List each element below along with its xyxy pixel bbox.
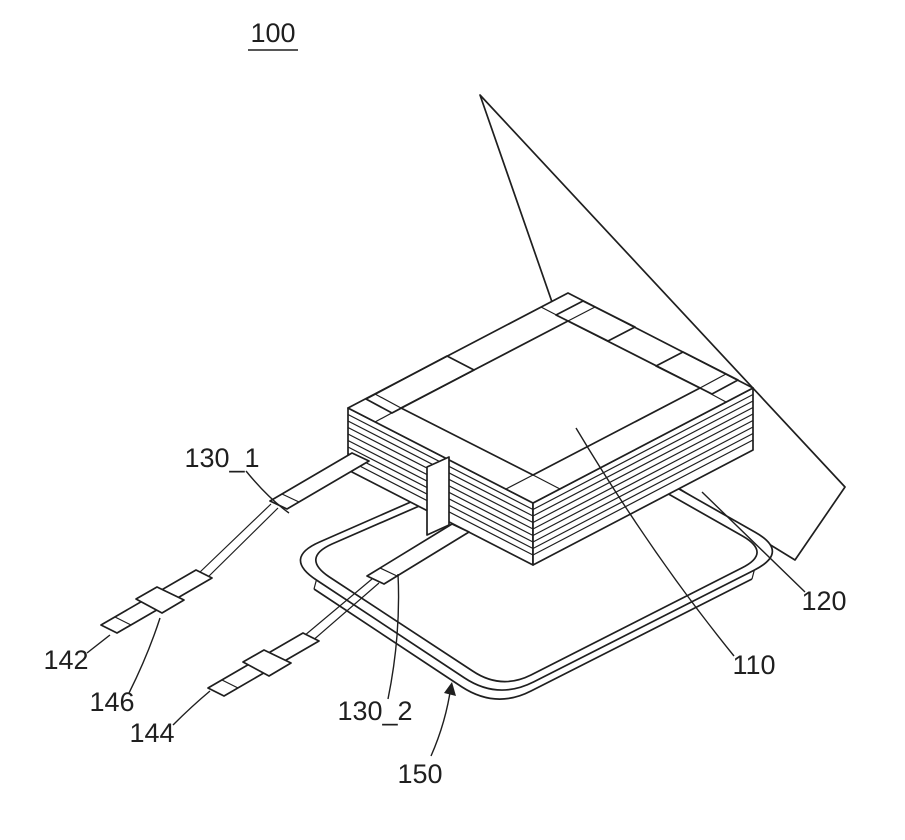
leader-130_1 bbox=[245, 470, 290, 514]
label-tray: 150 bbox=[397, 759, 442, 789]
label-lid: 120 bbox=[801, 586, 846, 616]
label-lead-1: 142 bbox=[43, 645, 88, 675]
tab-1-wire bbox=[198, 503, 279, 580]
leader-110 bbox=[575, 427, 735, 657]
figure-number-label: 100 bbox=[250, 18, 295, 48]
tab-2-wire bbox=[303, 578, 380, 643]
leader-120 bbox=[701, 491, 806, 593]
lead-2-film bbox=[242, 649, 292, 677]
label-tab-2: 130_2 bbox=[337, 696, 412, 726]
lead-142-drawing bbox=[100, 569, 213, 634]
label-tab-1: 130_1 bbox=[184, 443, 259, 473]
tab-2-strip bbox=[366, 523, 470, 585]
tray-wall-tick-right bbox=[751, 569, 755, 580]
label-lead-film: 146 bbox=[89, 687, 134, 717]
tab-2-fold-line bbox=[379, 567, 398, 577]
tray-wall-edge bbox=[313, 578, 753, 700]
stack-top-corner-tabs bbox=[365, 300, 739, 414]
tab-1-strip bbox=[269, 452, 370, 510]
label-electrode-stack: 110 bbox=[732, 650, 775, 680]
lead-2-tip-line bbox=[221, 679, 239, 689]
leader-144 bbox=[172, 690, 211, 726]
leader-130_2 bbox=[387, 573, 400, 700]
tab-guide-plate bbox=[426, 456, 450, 536]
arrowhead-150 bbox=[444, 682, 456, 696]
leader-146 bbox=[128, 617, 161, 694]
electrode-stack-drawing bbox=[347, 292, 754, 566]
lead-144-drawing bbox=[207, 632, 320, 697]
lead-film-146 bbox=[135, 586, 185, 614]
tray-wall-tick-left bbox=[313, 579, 317, 590]
leader-lines bbox=[86, 427, 806, 757]
reference-labels: 100 130_1 142 146 144 130_2 150 120 110 bbox=[43, 18, 846, 789]
label-lead-2: 144 bbox=[129, 718, 174, 748]
leader-142 bbox=[86, 634, 111, 654]
tab-1-fold-line bbox=[281, 493, 300, 503]
tab-130_1-drawing bbox=[198, 452, 370, 580]
leader-150-arrow bbox=[430, 682, 456, 757]
tab-130_2-drawing bbox=[303, 523, 470, 643]
lead-1-tip-line bbox=[114, 616, 132, 626]
